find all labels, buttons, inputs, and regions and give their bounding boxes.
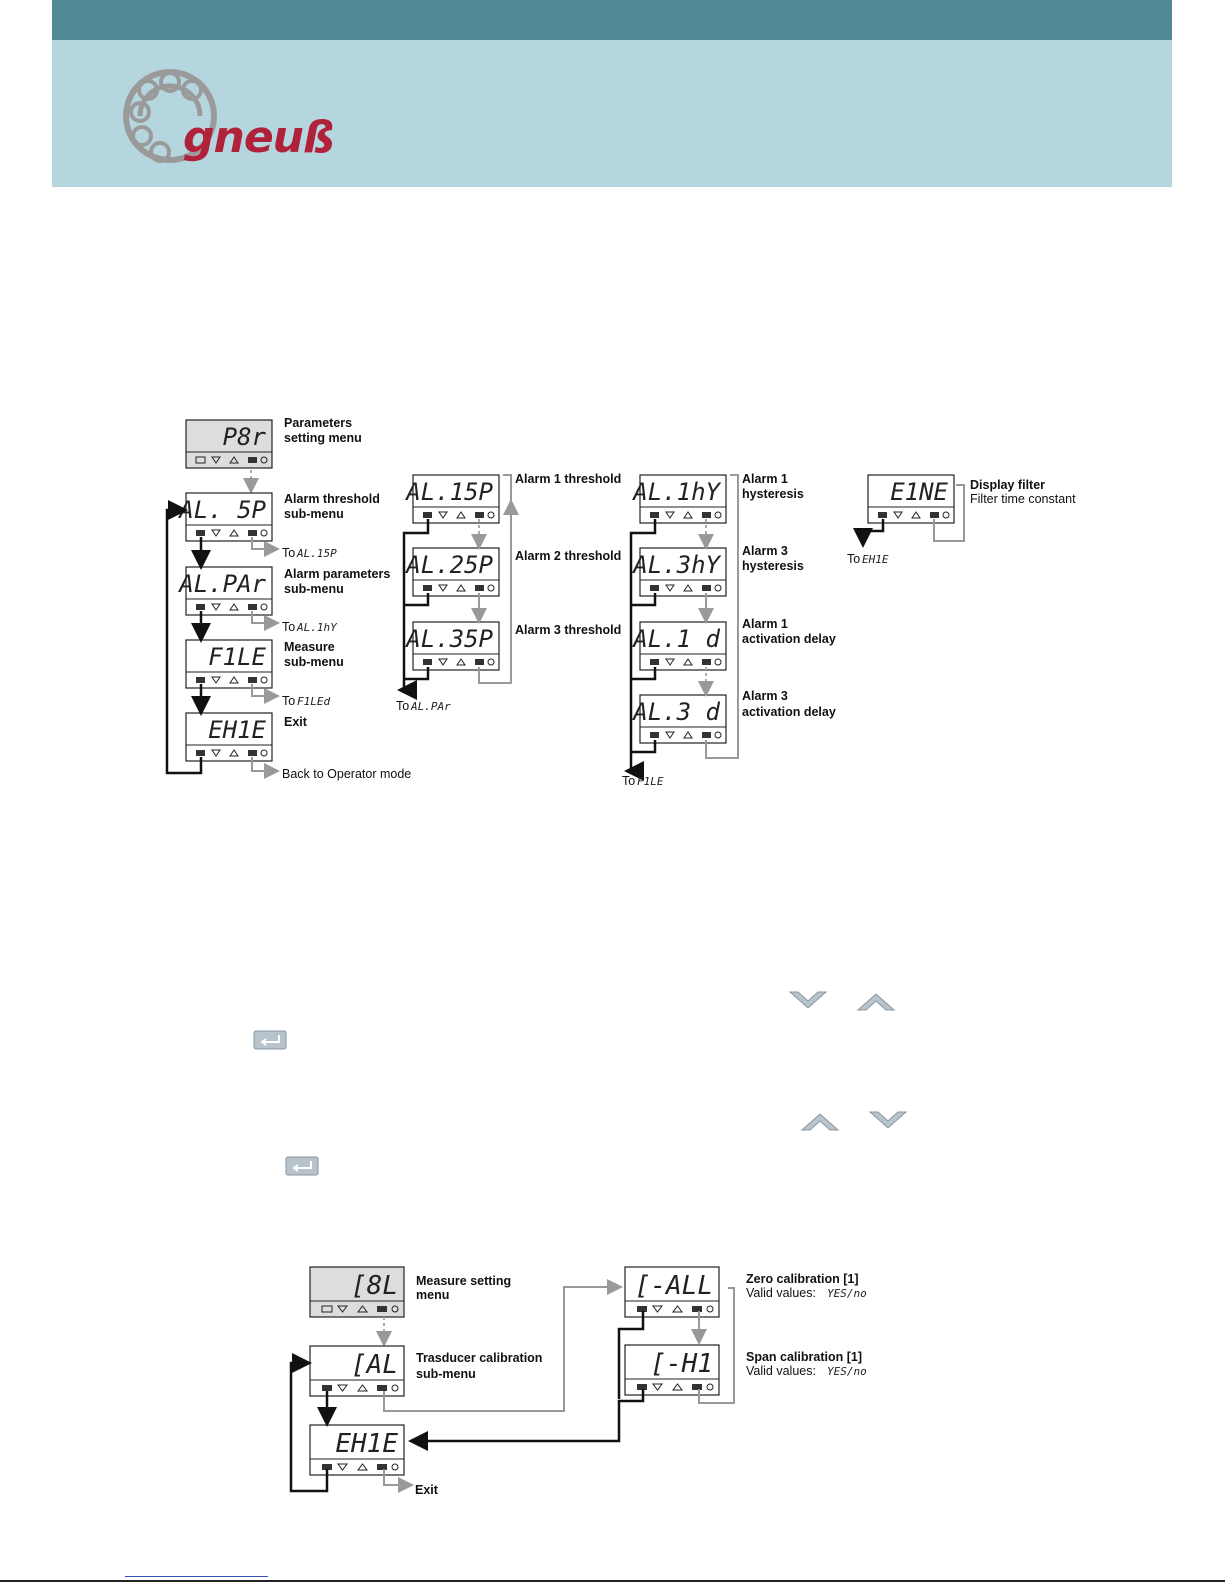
label: To bbox=[282, 694, 295, 708]
label: F1LE bbox=[637, 775, 664, 788]
device-transducer-calibration: [AL bbox=[309, 1345, 405, 1397]
label: AL.1hY bbox=[296, 621, 338, 634]
device-measure-setting: [8L bbox=[309, 1266, 405, 1318]
display-readout: AL.25P bbox=[404, 551, 493, 579]
label: To bbox=[282, 546, 295, 560]
label: Alarm 3 threshold bbox=[515, 623, 621, 637]
top-banner bbox=[52, 0, 1172, 40]
label: AL.15P bbox=[296, 547, 337, 560]
display-readout: AL.3hY bbox=[631, 551, 721, 579]
label: To bbox=[847, 552, 860, 566]
label: YES/no bbox=[827, 1287, 867, 1300]
display-readout: AL.PAr bbox=[177, 570, 266, 598]
label: Alarm 3 bbox=[742, 544, 788, 558]
device-alarm2-threshold: AL.25P bbox=[404, 547, 500, 597]
label: activation delay bbox=[742, 705, 836, 719]
label: Alarm threshold bbox=[284, 492, 380, 506]
display-readout: E1NE bbox=[890, 478, 948, 506]
label: To bbox=[622, 774, 635, 788]
display-readout: AL.15P bbox=[404, 478, 493, 506]
label: Alarm 1 threshold bbox=[515, 472, 621, 486]
label: Measure bbox=[284, 640, 335, 654]
down-arrow-icon bbox=[868, 1111, 908, 1129]
footer-link-underline bbox=[125, 1576, 268, 1577]
display-readout: [-ALL bbox=[635, 1271, 713, 1301]
label: Display filter bbox=[970, 478, 1045, 492]
label: hysteresis bbox=[742, 559, 804, 573]
device-alarm3-delay: AL.3 d bbox=[631, 694, 727, 744]
display-readout: AL.35P bbox=[404, 625, 493, 653]
display-readout: [-H1 bbox=[650, 1349, 713, 1379]
display-readout: P8r bbox=[223, 423, 267, 451]
label: Alarm parameters bbox=[284, 567, 390, 581]
label: Parameters bbox=[284, 416, 352, 430]
label: F1LEd bbox=[297, 695, 330, 708]
gneuss-logo-icon bbox=[123, 69, 217, 163]
display-readout: AL.3 d bbox=[631, 698, 720, 726]
display-readout: AL. 5P bbox=[177, 496, 266, 524]
device-alarm1-delay: AL.1 d bbox=[631, 621, 727, 671]
display-readout: EH1E bbox=[208, 716, 266, 744]
label: Measure setting bbox=[416, 1274, 511, 1288]
label: Exit bbox=[415, 1483, 439, 1497]
enter-icon bbox=[253, 1030, 287, 1050]
label: Alarm 3 bbox=[742, 689, 788, 703]
up-arrow-icon bbox=[856, 993, 896, 1011]
device-alarm1-hysteresis: AL.1hY bbox=[631, 474, 727, 524]
device-exit: EH1E bbox=[185, 712, 273, 762]
label: YES/no bbox=[827, 1365, 867, 1378]
label: sub-menu bbox=[284, 507, 344, 521]
header-banner bbox=[52, 40, 1172, 187]
parameters-menu-diagram: P8r Parameters setting menu AL. 5P Alarm… bbox=[165, 416, 1076, 788]
device-alarm1-threshold: AL.15P bbox=[404, 474, 500, 524]
label: To bbox=[396, 699, 409, 713]
label: activation delay bbox=[742, 632, 836, 646]
display-readout: AL.1 d bbox=[631, 625, 720, 653]
label: menu bbox=[416, 1288, 449, 1302]
display-readout: [8L bbox=[351, 1271, 398, 1301]
enter-icon bbox=[285, 1156, 319, 1176]
label: Valid values: bbox=[746, 1286, 816, 1300]
display-readout: F1LE bbox=[208, 643, 266, 671]
label: Alarm 1 bbox=[742, 617, 788, 631]
label: To bbox=[282, 620, 295, 634]
display-readout: EH1E bbox=[335, 1429, 398, 1459]
label: Alarm 2 threshold bbox=[515, 549, 621, 563]
device-alarm-params: AL.PAr bbox=[177, 566, 273, 616]
device-display-filter: E1NE bbox=[867, 474, 955, 524]
device-alarm-threshold: AL. 5P bbox=[177, 492, 273, 542]
label: Filter time constant bbox=[970, 492, 1076, 506]
label: Exit bbox=[284, 715, 308, 729]
label: Alarm 1 bbox=[742, 472, 788, 486]
label: setting menu bbox=[284, 431, 362, 445]
up-arrow-icon bbox=[800, 1113, 840, 1131]
device-exit: EH1E bbox=[309, 1424, 405, 1476]
label: Trasducer calibration bbox=[416, 1351, 542, 1365]
device-measure: F1LE bbox=[185, 639, 273, 689]
display-readout: AL.1hY bbox=[631, 478, 721, 506]
label: sub-menu bbox=[416, 1367, 476, 1381]
display-readout: [AL bbox=[351, 1350, 398, 1380]
footer-rule bbox=[0, 1580, 1225, 1582]
label: hysteresis bbox=[742, 487, 804, 501]
device-alarm3-threshold: AL.35P bbox=[404, 621, 500, 671]
label: AL.PAr bbox=[410, 700, 451, 713]
device-alarm3-hysteresis: AL.3hY bbox=[631, 547, 727, 597]
device-span-calibration: [-H1 bbox=[624, 1344, 720, 1396]
label: Zero calibration [1] bbox=[746, 1272, 859, 1286]
label: sub-menu bbox=[284, 655, 344, 669]
device-zero-calibration: [-ALL bbox=[624, 1266, 720, 1318]
label: sub-menu bbox=[284, 582, 344, 596]
brand-name: gneuß bbox=[183, 112, 335, 163]
label: Valid values: bbox=[746, 1364, 816, 1378]
label: Back to Operator mode bbox=[282, 767, 411, 781]
down-arrow-icon bbox=[788, 991, 828, 1009]
calibration-menu-diagram: [8L Measure setting menu [AL Trasducer c… bbox=[289, 1266, 867, 1497]
device-parameters-menu: P8r bbox=[185, 419, 273, 469]
label: EH1E bbox=[862, 553, 889, 566]
label: Span calibration [1] bbox=[746, 1350, 862, 1364]
